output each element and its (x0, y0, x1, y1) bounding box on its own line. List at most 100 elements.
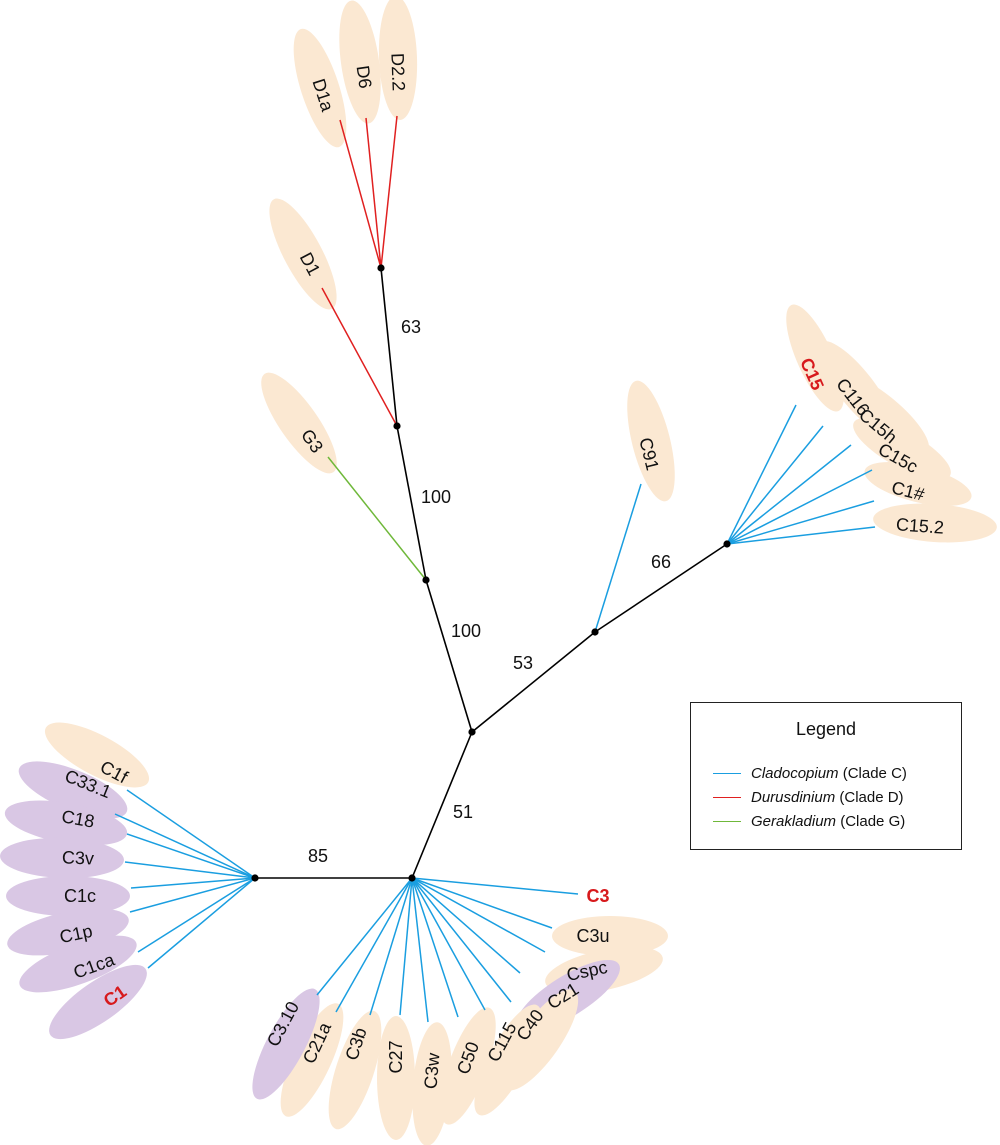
legend-genus: Cladocopium (751, 764, 839, 782)
tip-ellipse (18, 761, 128, 819)
tree-branches (114, 115, 876, 1023)
backbone-branch (471, 631, 596, 733)
tip-branch (411, 877, 459, 1018)
tip-branch (137, 877, 256, 953)
support-value: 85 (308, 846, 328, 866)
legend-swatch (713, 796, 741, 798)
tip-branch (321, 287, 398, 427)
tip-ellipse (440, 1007, 496, 1125)
tree-node (468, 728, 476, 736)
tip-branch (126, 789, 256, 879)
support-value: 53 (513, 653, 533, 673)
tip-ellipse (552, 916, 668, 956)
legend-item-clade-d: Durusdinium (Clade D) (713, 787, 904, 807)
support-value: 100 (451, 621, 481, 641)
tip-branch (147, 877, 256, 969)
tip-branch (411, 877, 579, 895)
tree-node (723, 540, 731, 548)
tip-ellipse (252, 988, 320, 1100)
tip-label: D6 (352, 64, 375, 90)
tip-branch (411, 877, 512, 1003)
tree-node (422, 576, 430, 584)
backbone-branch (425, 579, 473, 733)
legend-swatch (713, 772, 741, 774)
tree-node (408, 874, 416, 882)
support-values: 63 100 100 53 66 51 85 (308, 317, 671, 866)
tip-branch (726, 500, 875, 545)
tip-branch (411, 877, 486, 1011)
tip-ellipse (49, 964, 147, 1040)
tip-label: C3 (586, 886, 609, 906)
tree-nodes (251, 264, 731, 882)
tip-branch (411, 877, 546, 953)
legend: Legend Cladocopium (Clade C) Durusdinium… (690, 702, 962, 850)
tip-ellipse (269, 198, 337, 310)
tip-branch (335, 877, 413, 1013)
tip-label: C3u (576, 926, 609, 946)
tip-label: C15.2 (895, 514, 944, 537)
tree-node (251, 874, 259, 882)
backbone-branch (594, 543, 728, 633)
legend-swatch (713, 820, 741, 822)
tip-branch (126, 833, 256, 879)
tip-label: D2.2 (387, 53, 408, 92)
tip-ellipse (378, 0, 418, 120)
tip-branch (411, 877, 429, 1023)
tip-ellipse (853, 418, 951, 480)
tree-node (377, 264, 385, 272)
tip-ellipse (873, 503, 997, 543)
legend-clade: (Clade D) (835, 788, 904, 806)
tip-ellipse (44, 722, 150, 788)
legend-title: Legend (795, 719, 857, 739)
tip-ellipse (6, 876, 130, 916)
tip-ellipse (4, 800, 128, 846)
tip-branch (411, 877, 553, 929)
legend-genus: Durusdinium (751, 788, 836, 806)
support-value: 63 (401, 317, 421, 337)
tip-label: C3v (62, 847, 95, 868)
tip-branch (130, 877, 256, 889)
legend-item-clade-c: Cladocopium (Clade C) (713, 763, 907, 783)
tip-label: C1c (64, 886, 96, 906)
backbone-branch (380, 267, 398, 427)
tip-ellipse (328, 1010, 382, 1130)
backbone-branch (396, 425, 427, 581)
tip-branch (316, 877, 413, 996)
tip-branch (726, 404, 797, 545)
tip-ellipse (786, 304, 844, 412)
tip-branch (129, 877, 256, 913)
tip-ellipse (0, 837, 124, 879)
support-value: 66 (651, 552, 671, 572)
tip-ellipse (377, 1016, 415, 1140)
tree-node (393, 422, 401, 430)
legend-genus: Gerakladium (751, 812, 837, 830)
support-value: 100 (421, 487, 451, 507)
tip-ellipse (280, 1003, 344, 1117)
tip-branch (726, 425, 824, 545)
tip-branch (726, 469, 873, 545)
tip-ellipse (412, 1022, 452, 1145)
tip-branch (114, 813, 256, 879)
support-value: 51 (453, 802, 473, 822)
tip-branch (411, 877, 521, 974)
legend-item-clade-g: Gerakladium (Clade G) (713, 811, 905, 831)
tip-branch (380, 115, 398, 269)
tip-ellipse (339, 0, 381, 124)
tip-branch (327, 456, 427, 581)
backbone-branch (411, 731, 473, 879)
tip-branch (594, 483, 642, 633)
legend-clade: (Clade G) (836, 812, 906, 830)
tip-branch (365, 117, 382, 269)
tip-ellipse (864, 462, 972, 506)
tip-ellipse (293, 28, 347, 148)
tip-label: C27 (386, 1040, 406, 1073)
tip-branch (726, 444, 852, 545)
tip-branch (339, 119, 382, 269)
tip-ellipse (261, 372, 337, 474)
legend-clade: (Clade C) (838, 764, 907, 782)
tip-branch (399, 877, 413, 1016)
tip-branch (124, 861, 256, 879)
